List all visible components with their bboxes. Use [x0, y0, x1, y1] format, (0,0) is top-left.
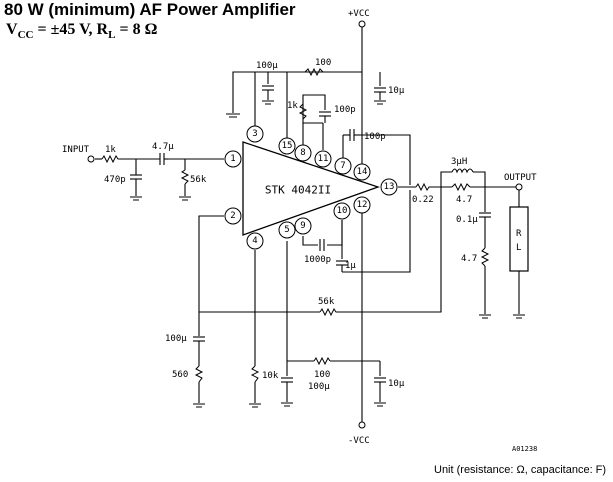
load-resistor-box: [509, 206, 529, 272]
cap-1u-label: 1μ: [345, 261, 356, 271]
vcc-neg-label: -VCC: [348, 436, 370, 446]
cap-10u-bottom-label: 10μ: [388, 379, 405, 389]
cap-100u-feedback-label: 100μ: [165, 334, 187, 344]
cap-100p-a-label: 100p: [334, 105, 356, 115]
input-res-label: 1k: [105, 145, 116, 155]
res-560-label: 560: [172, 370, 188, 380]
vcc-neg-terminal: [358, 421, 366, 429]
res-100-bottom-label: 100: [314, 370, 330, 380]
pin-2: 2: [230, 211, 235, 221]
resistor-47-series: [451, 182, 471, 192]
resistors: [101, 67, 490, 383]
wires: [95, 27, 520, 422]
resistor-10k: [250, 365, 260, 383]
rl-value: = 8 Ω: [115, 21, 158, 38]
vcc-pos-label: +VCC: [348, 9, 370, 19]
resistor-56k-input: [180, 169, 190, 185]
resistor-100-bottom: [313, 356, 331, 366]
rl-sub-label: L: [516, 243, 521, 253]
pin-12: 12: [357, 200, 368, 210]
vcc-symbol: V: [6, 21, 18, 38]
res-56k-input-label: 56k: [190, 175, 207, 185]
vcc-pos-terminal: [358, 20, 366, 28]
res-10k-label: 10k: [262, 371, 279, 381]
vcc-value: = ±45 V, R: [33, 21, 109, 38]
resistor-input-1k: [101, 154, 120, 164]
cap-1000p-label: 1000p: [304, 255, 331, 265]
cap-01u-label: 0.1μ: [456, 215, 478, 225]
res-100-top-label: 100: [315, 58, 331, 68]
res-1k-label: 1k: [287, 101, 298, 111]
cap-100u-bottom-label: 100μ: [308, 382, 330, 392]
chip-label: STK 4042II: [265, 184, 331, 197]
pin-markers: 1 2 3 4 5 8 9 10 11 12 13 14 15 7: [224, 125, 398, 250]
coil-3uh: [451, 168, 474, 174]
pin-11: 11: [318, 154, 329, 164]
resistor-1k-bias: [298, 103, 308, 120]
unit-footnote: Unit (resistance: Ω, capacitance: F): [434, 464, 607, 476]
vcc-subscript: CC: [17, 29, 34, 42]
amplifier-chip: [242, 141, 380, 236]
pin-8: 8: [300, 148, 305, 158]
resistor-47-shunt: [480, 247, 490, 267]
input-label: INPUT: [62, 145, 90, 155]
output-label: OUTPUT: [504, 173, 537, 183]
rl-subscript: L: [108, 29, 116, 42]
res-022-label: 0.22: [412, 195, 434, 205]
pin-3: 3: [252, 129, 257, 139]
cap-470p-label: 470p: [104, 175, 126, 185]
ground-symbols: [130, 100, 525, 408]
res-56k-feedback-label: 56k: [318, 297, 335, 307]
resistor-56k-feedback: [319, 307, 338, 317]
pin-5: 5: [284, 225, 289, 235]
pin-14: 14: [357, 167, 368, 177]
pin-15: 15: [282, 141, 293, 151]
rl-label: R: [516, 229, 522, 239]
res-47-shunt-label: 4.7: [461, 254, 477, 264]
cap-100u-top-label: 100μ: [256, 61, 278, 71]
input-cap-label: 4.7μ: [152, 142, 174, 152]
resistor-022: [415, 182, 431, 192]
pin-9: 9: [300, 221, 305, 231]
res-47-series-label: 4.7: [456, 195, 472, 205]
output-terminal: [515, 183, 523, 191]
cap-10u-top-label: 10μ: [388, 86, 405, 96]
diagram-title: 80 W (minimum) AF Power Amplifier: [4, 0, 296, 19]
pin-1: 1: [230, 154, 235, 164]
cap-100p-b-label: 100p: [364, 132, 386, 142]
pin-4: 4: [252, 236, 257, 246]
pin-10: 10: [337, 206, 348, 216]
input-terminal: [87, 155, 95, 163]
drawing-code: A01238: [512, 445, 537, 453]
pin-13: 13: [384, 182, 395, 192]
diagram-subtitle: VCC = ±45 V, RL = 8 Ω: [6, 21, 157, 41]
capacitors: [130, 85, 491, 402]
coil-label: 3μH: [451, 157, 467, 167]
pin-7: 7: [340, 161, 345, 171]
resistor-100-top: [304, 67, 324, 77]
resistor-560: [194, 365, 204, 383]
